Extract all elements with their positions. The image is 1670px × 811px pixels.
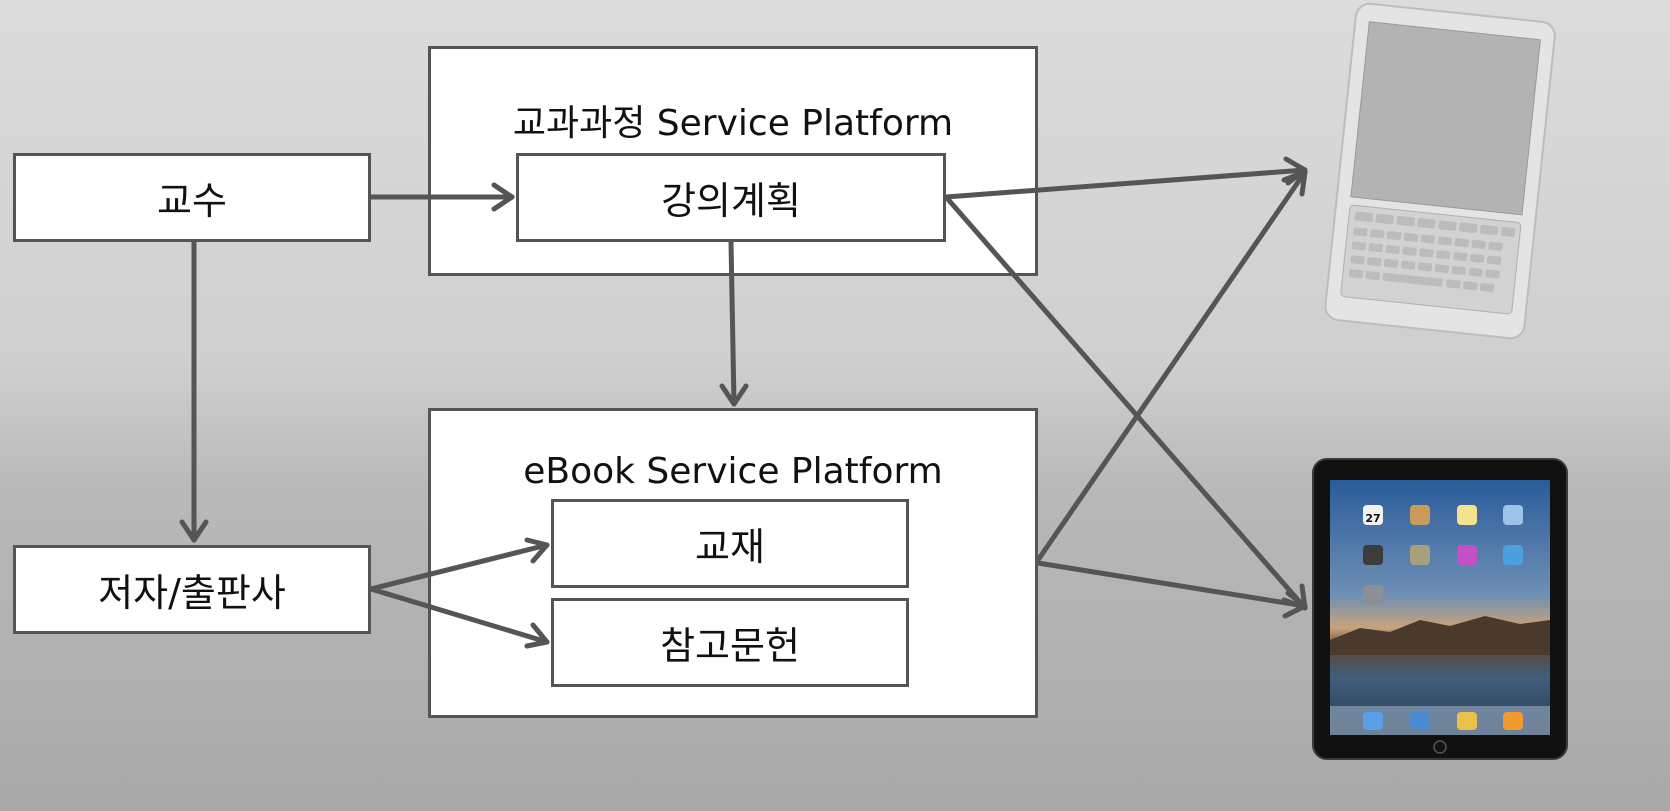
arrowhead-author-to-textbook bbox=[524, 537, 550, 564]
author-publisher-label: 저자/출판사 bbox=[98, 571, 286, 615]
arrow-lecture-plan-to-tablet bbox=[943, 194, 1308, 611]
tablet-device-image: 27 bbox=[1312, 458, 1568, 760]
references-label: 참고문헌 bbox=[660, 624, 800, 668]
tablet-app-icons bbox=[1363, 505, 1523, 730]
arrowhead-lecture-plan-to-ebook bbox=[719, 383, 749, 407]
arrowhead-professor-to-lecture-plan bbox=[491, 182, 515, 212]
arrow-ebook-to-ereader bbox=[1035, 169, 1308, 563]
ebook-platform-title: eBook Service Platform bbox=[523, 451, 943, 492]
ereader-device-image bbox=[1324, 2, 1556, 340]
arrow-lecture-plan-to-ebook bbox=[728, 239, 737, 407]
references-box: 참고문헌 bbox=[551, 598, 909, 687]
professor-box: 교수 bbox=[13, 153, 371, 242]
curriculum-platform-title: 교과과정 Service Platform bbox=[512, 103, 954, 144]
arrowhead-ebook-to-ereader bbox=[1281, 169, 1308, 197]
arrow-author-to-references bbox=[368, 586, 550, 645]
arrow-ebook-to-tablet bbox=[1035, 560, 1308, 609]
lecture-plan-box: 강의계획 bbox=[516, 153, 946, 242]
arrowhead-ebook-to-tablet bbox=[1282, 590, 1308, 619]
lecture-plan-label: 강의계획 bbox=[661, 179, 801, 223]
arrow-author-to-textbook bbox=[368, 542, 550, 592]
textbook-box: 교재 bbox=[551, 499, 909, 588]
arrowhead-professor-to-author bbox=[179, 519, 209, 543]
textbook-label: 교재 bbox=[695, 525, 765, 569]
professor-label: 교수 bbox=[157, 179, 227, 223]
arrow-lecture-plan-to-ereader bbox=[943, 167, 1308, 200]
tablet-calendar-date: 27 bbox=[1365, 512, 1380, 525]
arrowhead-author-to-references bbox=[524, 622, 550, 649]
author-publisher-box: 저자/출판사 bbox=[13, 545, 371, 634]
